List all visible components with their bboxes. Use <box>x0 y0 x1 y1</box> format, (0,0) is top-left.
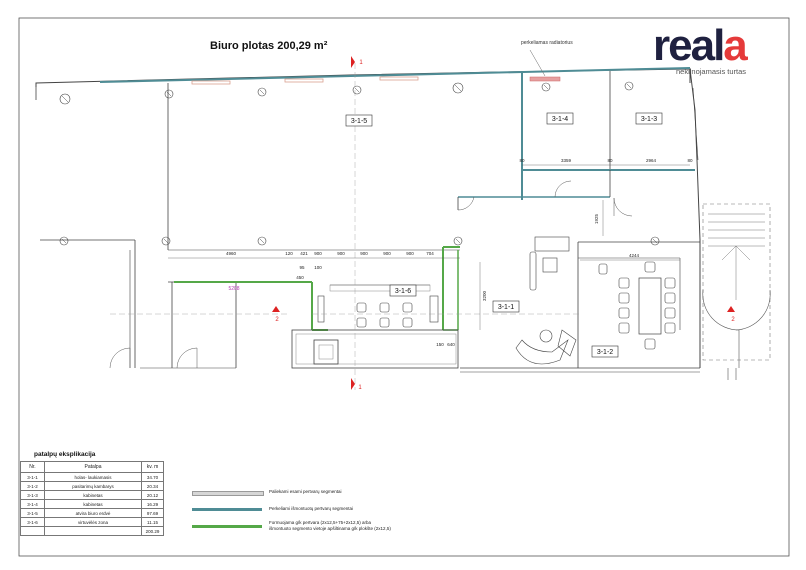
section-mark-top: 1 <box>359 60 363 66</box>
dim-1925: 1925 <box>594 213 599 224</box>
table-header-row: Nr. Patalpa kv. m <box>20 461 164 473</box>
legend-label: Perkeliami išmontuotų pertvarų segmentai <box>269 506 354 511</box>
cell-area: 34.70 <box>141 472 164 482</box>
dim-4244: 4244 <box>629 253 640 258</box>
dim-150: 150 <box>436 342 444 347</box>
dim-80-a: 80 <box>519 158 525 163</box>
section-mark-left: 2 <box>275 317 279 323</box>
cell-room: kabinetas <box>44 499 142 509</box>
legend-swatch-moved <box>192 508 262 511</box>
room-label-3-1-1: 3-1-1 <box>498 304 514 311</box>
logo-text-accent: a <box>723 21 748 70</box>
room-label-3-1-4: 3-1-4 <box>552 116 568 123</box>
cell-room: holas- laukiamasis <box>44 472 142 482</box>
cell-area: 20.12 <box>141 490 164 500</box>
legend-label: Paliekami esami pertvarų segmentai <box>269 489 342 494</box>
cell-area: 11.15 <box>141 517 164 527</box>
cell-nr: 3-1-6 <box>20 517 45 527</box>
cell-total: 200.29 <box>141 526 164 536</box>
dim-900-b: 900 <box>337 251 345 256</box>
dim-5208: 5208 <box>228 286 239 292</box>
room-label-3-1-6: 3-1-6 <box>395 288 411 295</box>
cell-nr: 3-1-5 <box>20 508 45 518</box>
dim-704: 704 <box>426 251 434 256</box>
legend-text-new: Formuojama g/k pertvara (2x12,5+75+2x12,… <box>269 520 391 532</box>
dim-3200: 3200 <box>482 290 487 301</box>
cell-nr: 3-1-2 <box>20 481 45 491</box>
plan-title: Biuro plotas 200,29 m² <box>210 40 328 52</box>
header-area: kv. m <box>141 461 164 473</box>
radiator-note: perkeliamas radiatorius <box>521 40 573 46</box>
header-room: Patalpa <box>44 461 142 473</box>
dim-450: 450 <box>296 275 304 280</box>
section-mark-bottom: 1 <box>358 385 362 391</box>
dim-120: 120 <box>285 251 293 256</box>
header-nr: Nr. <box>20 461 45 473</box>
dim-4960: 4960 <box>226 251 237 256</box>
room-label-3-1-3: 3-1-3 <box>641 116 657 123</box>
cell-area: 20.34 <box>141 481 164 491</box>
dim-95: 95 <box>299 265 305 270</box>
cell-room: kabinetas <box>44 490 142 500</box>
cell-nr: 3-1-3 <box>20 490 45 500</box>
company-logo: reala <box>653 21 748 70</box>
legend-swatch-new <box>192 525 262 528</box>
dim-421: 421 <box>300 251 308 256</box>
dim-900-c: 900 <box>360 251 368 256</box>
dim-80-c: 80 <box>687 158 693 163</box>
cell-area: 16.29 <box>141 499 164 509</box>
dim-900-a: 900 <box>314 251 322 256</box>
dim-80-b: 80 <box>607 158 613 163</box>
logo-text-dark: real <box>653 21 725 70</box>
legend-swatch-existing <box>192 491 264 496</box>
table-total-row: 200.29 <box>20 526 164 536</box>
cell-room: pasitarimų kambarys <box>44 481 142 491</box>
cell-empty <box>44 526 142 536</box>
dim-100: 100 <box>314 265 322 270</box>
legend-label: Formuojama g/k pertvara (2x12,5+75+2x12,… <box>269 520 372 525</box>
legend-text-moved: Perkeliami išmontuotų pertvarų segmentai <box>269 506 353 512</box>
cell-nr: 3-1-4 <box>20 499 45 509</box>
legend-label-2: išmontuoto segmento vietoje apšiltinama … <box>269 526 391 531</box>
cell-room: virtuvėlės zona <box>44 517 142 527</box>
legend-text-existing: Paliekami esami pertvarų segmentai <box>269 489 342 495</box>
explication-title: patalpų eksplikacija <box>34 451 96 458</box>
cell-empty <box>20 526 45 536</box>
logo-tagline: nekilnojamasis turtas <box>676 67 747 76</box>
dim-900-e: 900 <box>406 251 414 256</box>
dim-3359: 3359 <box>561 158 572 163</box>
section-mark-right: 2 <box>731 317 735 323</box>
room-label-3-1-2: 3-1-2 <box>597 349 613 356</box>
cell-nr: 3-1-1 <box>20 472 45 482</box>
dim-900-d: 900 <box>383 251 391 256</box>
room-label-3-1-5: 3-1-5 <box>351 118 367 125</box>
dim-640: 640 <box>447 342 455 347</box>
cell-room: atvira biuro erdvė <box>44 508 142 518</box>
dim-2964: 2964 <box>646 158 657 163</box>
cell-area: 97.69 <box>141 508 164 518</box>
